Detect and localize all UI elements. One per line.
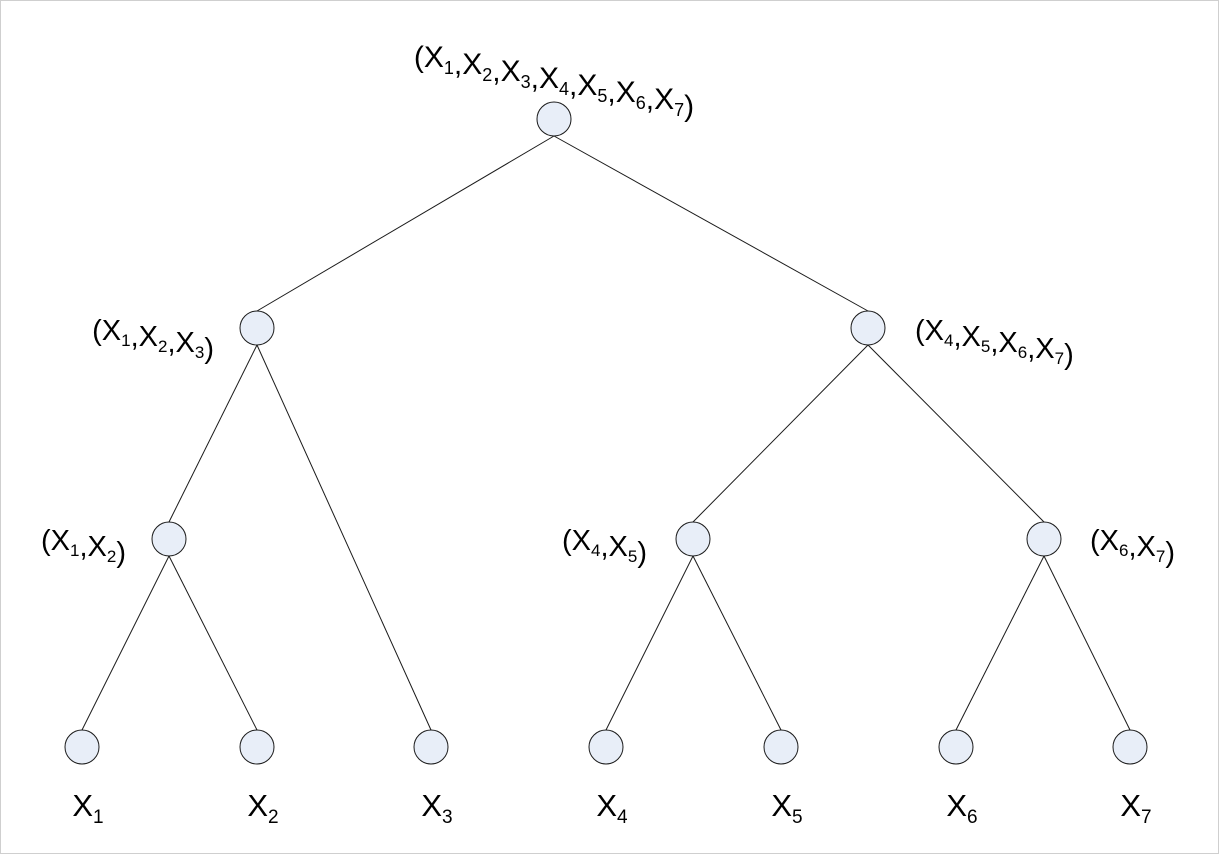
node-x4 [588,729,624,765]
edge-n4567-n45 [692,344,869,523]
label-x2: X2 [247,788,278,828]
label-x1: X1 [72,788,103,828]
label-root: (X1,X2,X3,X4,X5,X6,X7) [414,41,694,123]
label-x6: X6 [946,788,977,828]
labels-layer: (X1,X2,X3,X4,X5,X6,X7) (X1,X2,X3) (X4,X5,X… [41,41,1175,828]
label-x5: X5 [771,788,802,828]
nodes-layer [64,101,1148,765]
label-x7: X7 [1120,788,1151,828]
node-x1 [64,729,100,765]
node-n45 [675,521,711,557]
node-n123 [239,310,275,346]
edge-n12-x1 [81,555,170,731]
label-x4: X4 [596,788,628,828]
edge-n67-x6 [955,555,1045,731]
node-x6 [938,729,974,765]
label-n45: (X4,X5) [562,525,647,569]
edge-n123-n12 [168,344,258,523]
node-n67 [1026,521,1062,557]
edge-root-n123 [256,135,555,312]
node-root [536,101,572,137]
node-x2 [239,729,275,765]
label-n67: (X6,X7) [1090,525,1175,569]
edge-root-n4567 [553,135,869,312]
edge-n67-x7 [1043,555,1131,731]
label-x3: X3 [421,788,452,828]
node-n12 [151,521,187,557]
edges-layer [81,135,1131,731]
edge-n123-x3 [256,344,432,731]
node-n4567 [850,310,886,346]
node-x3 [413,729,449,765]
node-x5 [763,729,799,765]
edge-n4567-n67 [867,344,1045,523]
label-n4567: (X4,X5,X6,X7) [915,315,1074,371]
edge-n45-x5 [692,555,782,731]
node-x7 [1112,729,1148,765]
label-n123: (X1,X2,X3) [92,315,214,365]
label-n12: (X1,X2) [41,525,126,569]
edge-n12-x2 [168,555,258,731]
edge-n45-x4 [605,555,694,731]
